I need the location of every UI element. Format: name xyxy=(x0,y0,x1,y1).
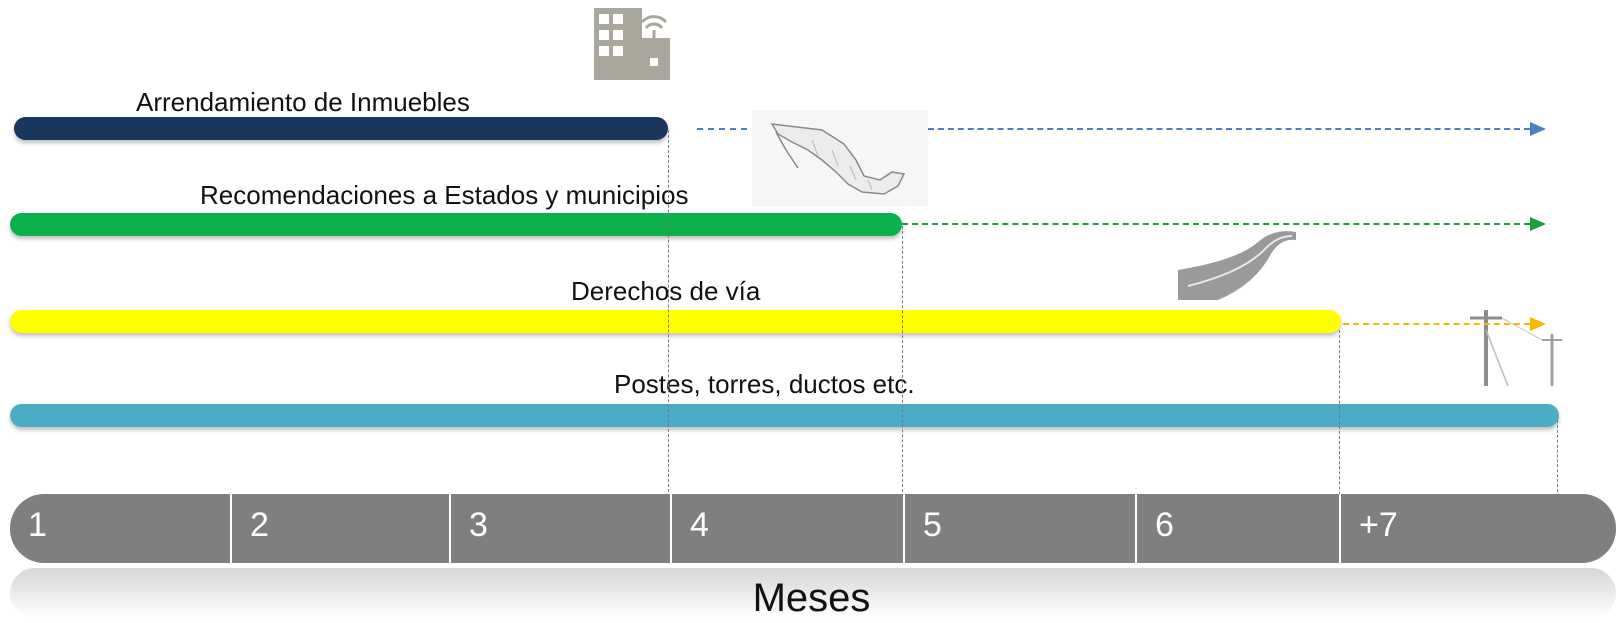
guide-line-month-5 xyxy=(902,226,903,492)
bar-postes xyxy=(10,404,1559,427)
row-label-derechos: Derechos de vía xyxy=(571,276,761,306)
dashed-extension-derechos xyxy=(1343,323,1530,325)
row-label-arrendamiento: Arrendamiento de Inmuebles xyxy=(136,87,470,117)
guide-line-end xyxy=(1557,420,1558,492)
axis-label-2: 2 xyxy=(250,506,269,544)
axis-segment-1: 1 xyxy=(10,494,230,563)
axis-label-3: 3 xyxy=(469,506,488,544)
building-antenna-icon xyxy=(594,8,670,80)
axis-label-6: 6 xyxy=(1155,506,1174,544)
arrowhead-recomendaciones xyxy=(1530,217,1546,231)
axis-segment-4: 4 xyxy=(670,494,905,563)
axis-label-4: 4 xyxy=(690,506,709,544)
axis-segment-3: 3 xyxy=(449,494,672,563)
axis-label-5: 5 xyxy=(923,506,942,544)
arrowhead-derechos xyxy=(1530,317,1546,331)
row-label-postes: Postes, torres, ductos etc. xyxy=(614,369,915,399)
power-pole-icon xyxy=(1470,310,1562,387)
axis-label-7: +7 xyxy=(1359,506,1398,544)
bar-recomendaciones xyxy=(10,213,902,236)
axis-title: Meses xyxy=(752,576,871,620)
dashed-extension-arrendamiento xyxy=(697,128,747,130)
axis-segment-7: +7 xyxy=(1339,494,1616,563)
axis-segment-6: 6 xyxy=(1135,494,1341,563)
bar-arrendamiento xyxy=(14,117,668,140)
guide-line-month-4 xyxy=(668,130,669,492)
bar-derechos xyxy=(10,310,1341,333)
mexico-map-icon xyxy=(752,110,928,206)
axis-shadow xyxy=(10,568,1616,618)
axis-segment-5: 5 xyxy=(903,494,1137,563)
months-axis: 1 2 3 4 5 6 +7 xyxy=(10,494,1616,563)
arrowhead-arrendamiento xyxy=(1530,122,1546,136)
row-label-recomendaciones: Recomendaciones a Estados y municipios xyxy=(200,180,689,210)
dashed-extension-arrendamiento xyxy=(928,128,1530,130)
dashed-extension-recomendaciones xyxy=(902,223,1530,225)
guide-line-month-7 xyxy=(1339,330,1340,550)
road-icon xyxy=(1178,231,1296,300)
axis-segment-2: 2 xyxy=(230,494,451,563)
axis-label-1: 1 xyxy=(28,506,47,544)
